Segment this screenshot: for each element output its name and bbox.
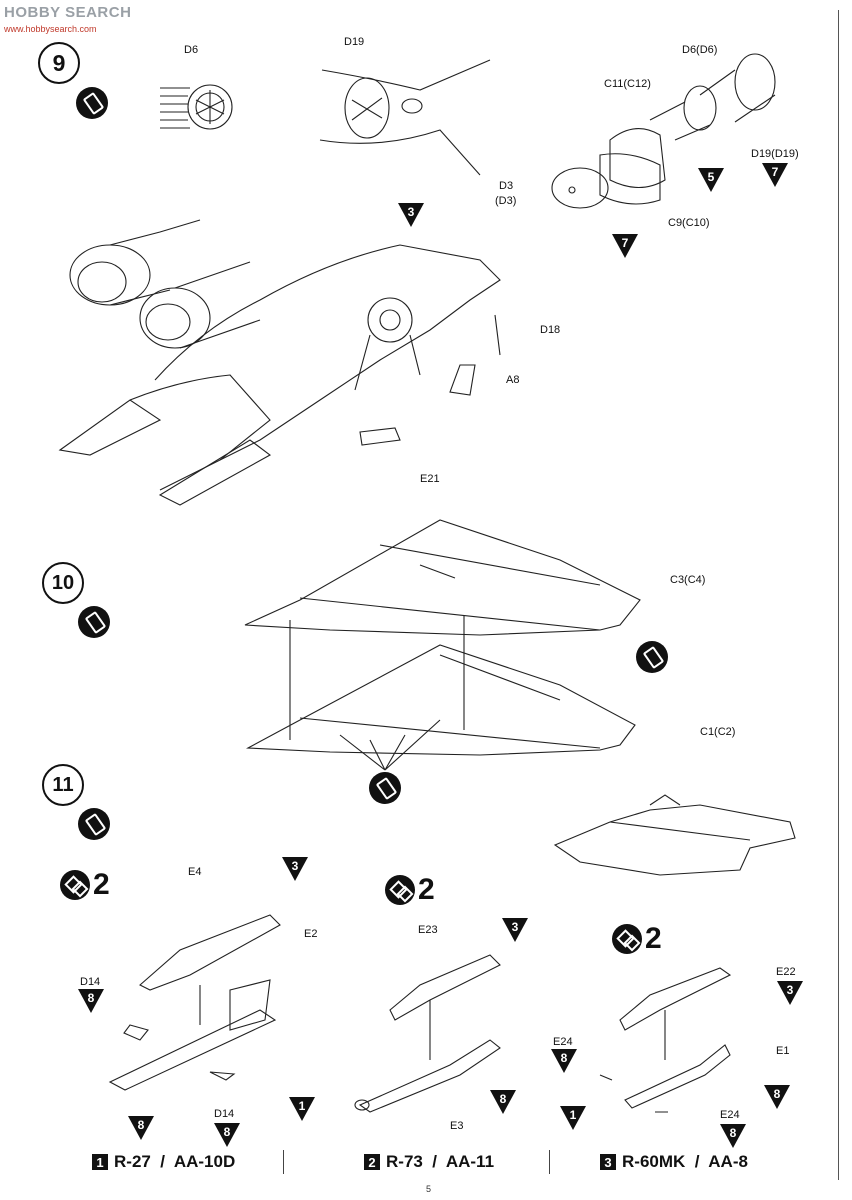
- make-count-icon: [385, 875, 415, 905]
- paint-ref-number: 5: [707, 170, 715, 184]
- step-9-number: 9: [38, 42, 80, 84]
- paint-ref-number: 1: [298, 1099, 306, 1113]
- missile-r73-drawing: [354, 954, 501, 1113]
- make-count: 2: [93, 868, 110, 901]
- caption-number: 1: [92, 1154, 108, 1170]
- part-label-d6-pair: D6(D6): [682, 44, 718, 56]
- paint-ref-triangle: [764, 1085, 790, 1109]
- part-label-e21: E21: [420, 473, 440, 485]
- paint-ref-number: 3: [786, 983, 794, 997]
- paint-ref-triangle: [762, 163, 788, 187]
- paint-ref-triangle: [502, 918, 528, 942]
- paint-ref-number: 7: [771, 165, 779, 179]
- missile-caption-2: 2 R-73 / AA-11: [364, 1152, 494, 1172]
- paint-ref-number: 8: [773, 1087, 781, 1101]
- caption-text: R-73 / AA-11: [386, 1152, 495, 1171]
- paint-ref-number: 8: [87, 991, 95, 1005]
- part-label-e23: E23: [418, 924, 438, 936]
- part-label-c3-pair: C3(C4): [670, 574, 706, 586]
- part-label-e2: E2: [304, 928, 318, 940]
- part-label-d14: D14: [80, 976, 101, 988]
- caption-text: R-27 / AA-10D: [114, 1152, 236, 1171]
- make-count: 2: [418, 873, 435, 906]
- missile-caption-1: 1 R-27 / AA-10D: [92, 1152, 235, 1172]
- rear-fuselage-drawing: [58, 219, 501, 506]
- paint-ref-triangle: [777, 981, 803, 1005]
- paint-ref-number: 8: [137, 1118, 145, 1132]
- paint-ref-number: 8: [560, 1051, 568, 1065]
- part-label-d3-pair: (D3): [495, 195, 517, 207]
- paint-ref-triangle: [398, 203, 424, 227]
- make-two-indicator: 2: [612, 922, 662, 956]
- watermark-subtext: www.hobbysearch.com: [4, 24, 97, 34]
- cement-icon: [78, 808, 110, 840]
- part-label-c9-pair: C9(C10): [668, 217, 710, 229]
- paint-ref-triangle: [490, 1090, 516, 1114]
- drill-hole-icon: [369, 772, 401, 804]
- exhaust-exploded: [551, 53, 776, 209]
- pylon-drawing: [553, 794, 796, 876]
- part-label-e24: E24: [720, 1109, 740, 1121]
- part-label-d3: D3: [499, 180, 514, 192]
- paint-ref-number: 1: [569, 1108, 577, 1122]
- paint-ref-number: 7: [621, 236, 629, 250]
- part-label-e24: E24: [553, 1036, 573, 1048]
- paint-ref-number: 3: [511, 920, 519, 934]
- step-11-number: 11: [42, 764, 84, 806]
- part-label-e3: E3: [450, 1120, 464, 1132]
- paint-ref-triangle: [720, 1124, 746, 1148]
- part-label-c1-pair: C1(C2): [700, 726, 736, 738]
- paint-ref-triangle: [551, 1049, 577, 1073]
- missile-r27-drawing: [108, 914, 281, 1091]
- paint-ref-triangle: [698, 168, 724, 192]
- step-10-number: 10: [42, 562, 84, 604]
- make-count-icon: [60, 870, 90, 900]
- paint-ref-triangle: [560, 1106, 586, 1130]
- make-count: 2: [645, 922, 662, 955]
- paint-ref-triangle: [282, 857, 308, 881]
- paint-ref-number: 3: [291, 859, 299, 873]
- watermark: HOBBY SEARCH: [4, 4, 132, 21]
- missile-caption-3: 3 R-60MK / AA-8: [600, 1152, 748, 1172]
- d19-nozzle-detail: [319, 59, 491, 176]
- missile-r60-drawing: [599, 967, 732, 1113]
- paint-ref-triangle: [289, 1097, 315, 1121]
- wing-upper-drawing: [244, 519, 641, 740]
- cement-icon: [76, 87, 108, 119]
- page-number: 5: [426, 1184, 432, 1194]
- make-two-indicator: 2: [385, 873, 435, 907]
- part-label-c11-pair: C11(C12): [604, 78, 651, 90]
- frame-right-line: [838, 10, 839, 1180]
- paint-ref-triangle: [78, 989, 104, 1013]
- part-label-a8: A8: [506, 374, 520, 386]
- paint-ref-number: 8: [223, 1125, 231, 1139]
- paint-ref-number: 3: [407, 205, 415, 219]
- caption-number: 2: [364, 1154, 380, 1170]
- part-label-d6: D6: [184, 44, 199, 56]
- part-label-d19-pair: D19(D19): [751, 148, 799, 160]
- make-two-indicator: 2: [60, 868, 110, 902]
- cement-icon: [78, 606, 110, 638]
- drill-hole-icon: [636, 641, 668, 673]
- wing-lower-drawing: [245, 644, 636, 771]
- paint-ref-triangle: [128, 1116, 154, 1140]
- make-count-icon: [612, 924, 642, 954]
- part-label-d18: D18: [540, 324, 561, 336]
- part-label-d14: D14: [214, 1108, 235, 1120]
- paint-ref-triangle: [612, 234, 638, 258]
- part-label-e22: E22: [776, 966, 796, 978]
- caption-number: 3: [600, 1154, 616, 1170]
- caption-divider: [549, 1150, 550, 1174]
- part-label-d19: D19: [344, 36, 365, 48]
- caption-divider: [283, 1150, 284, 1174]
- paint-ref-number: 8: [499, 1092, 507, 1106]
- paint-ref-triangle: [214, 1123, 240, 1147]
- caption-text: R-60MK / AA-8: [622, 1152, 748, 1171]
- part-label-e4: E4: [188, 866, 202, 878]
- part-label-e1: E1: [776, 1045, 790, 1057]
- d6-nozzle-detail: [160, 84, 233, 130]
- paint-ref-number: 8: [729, 1126, 737, 1140]
